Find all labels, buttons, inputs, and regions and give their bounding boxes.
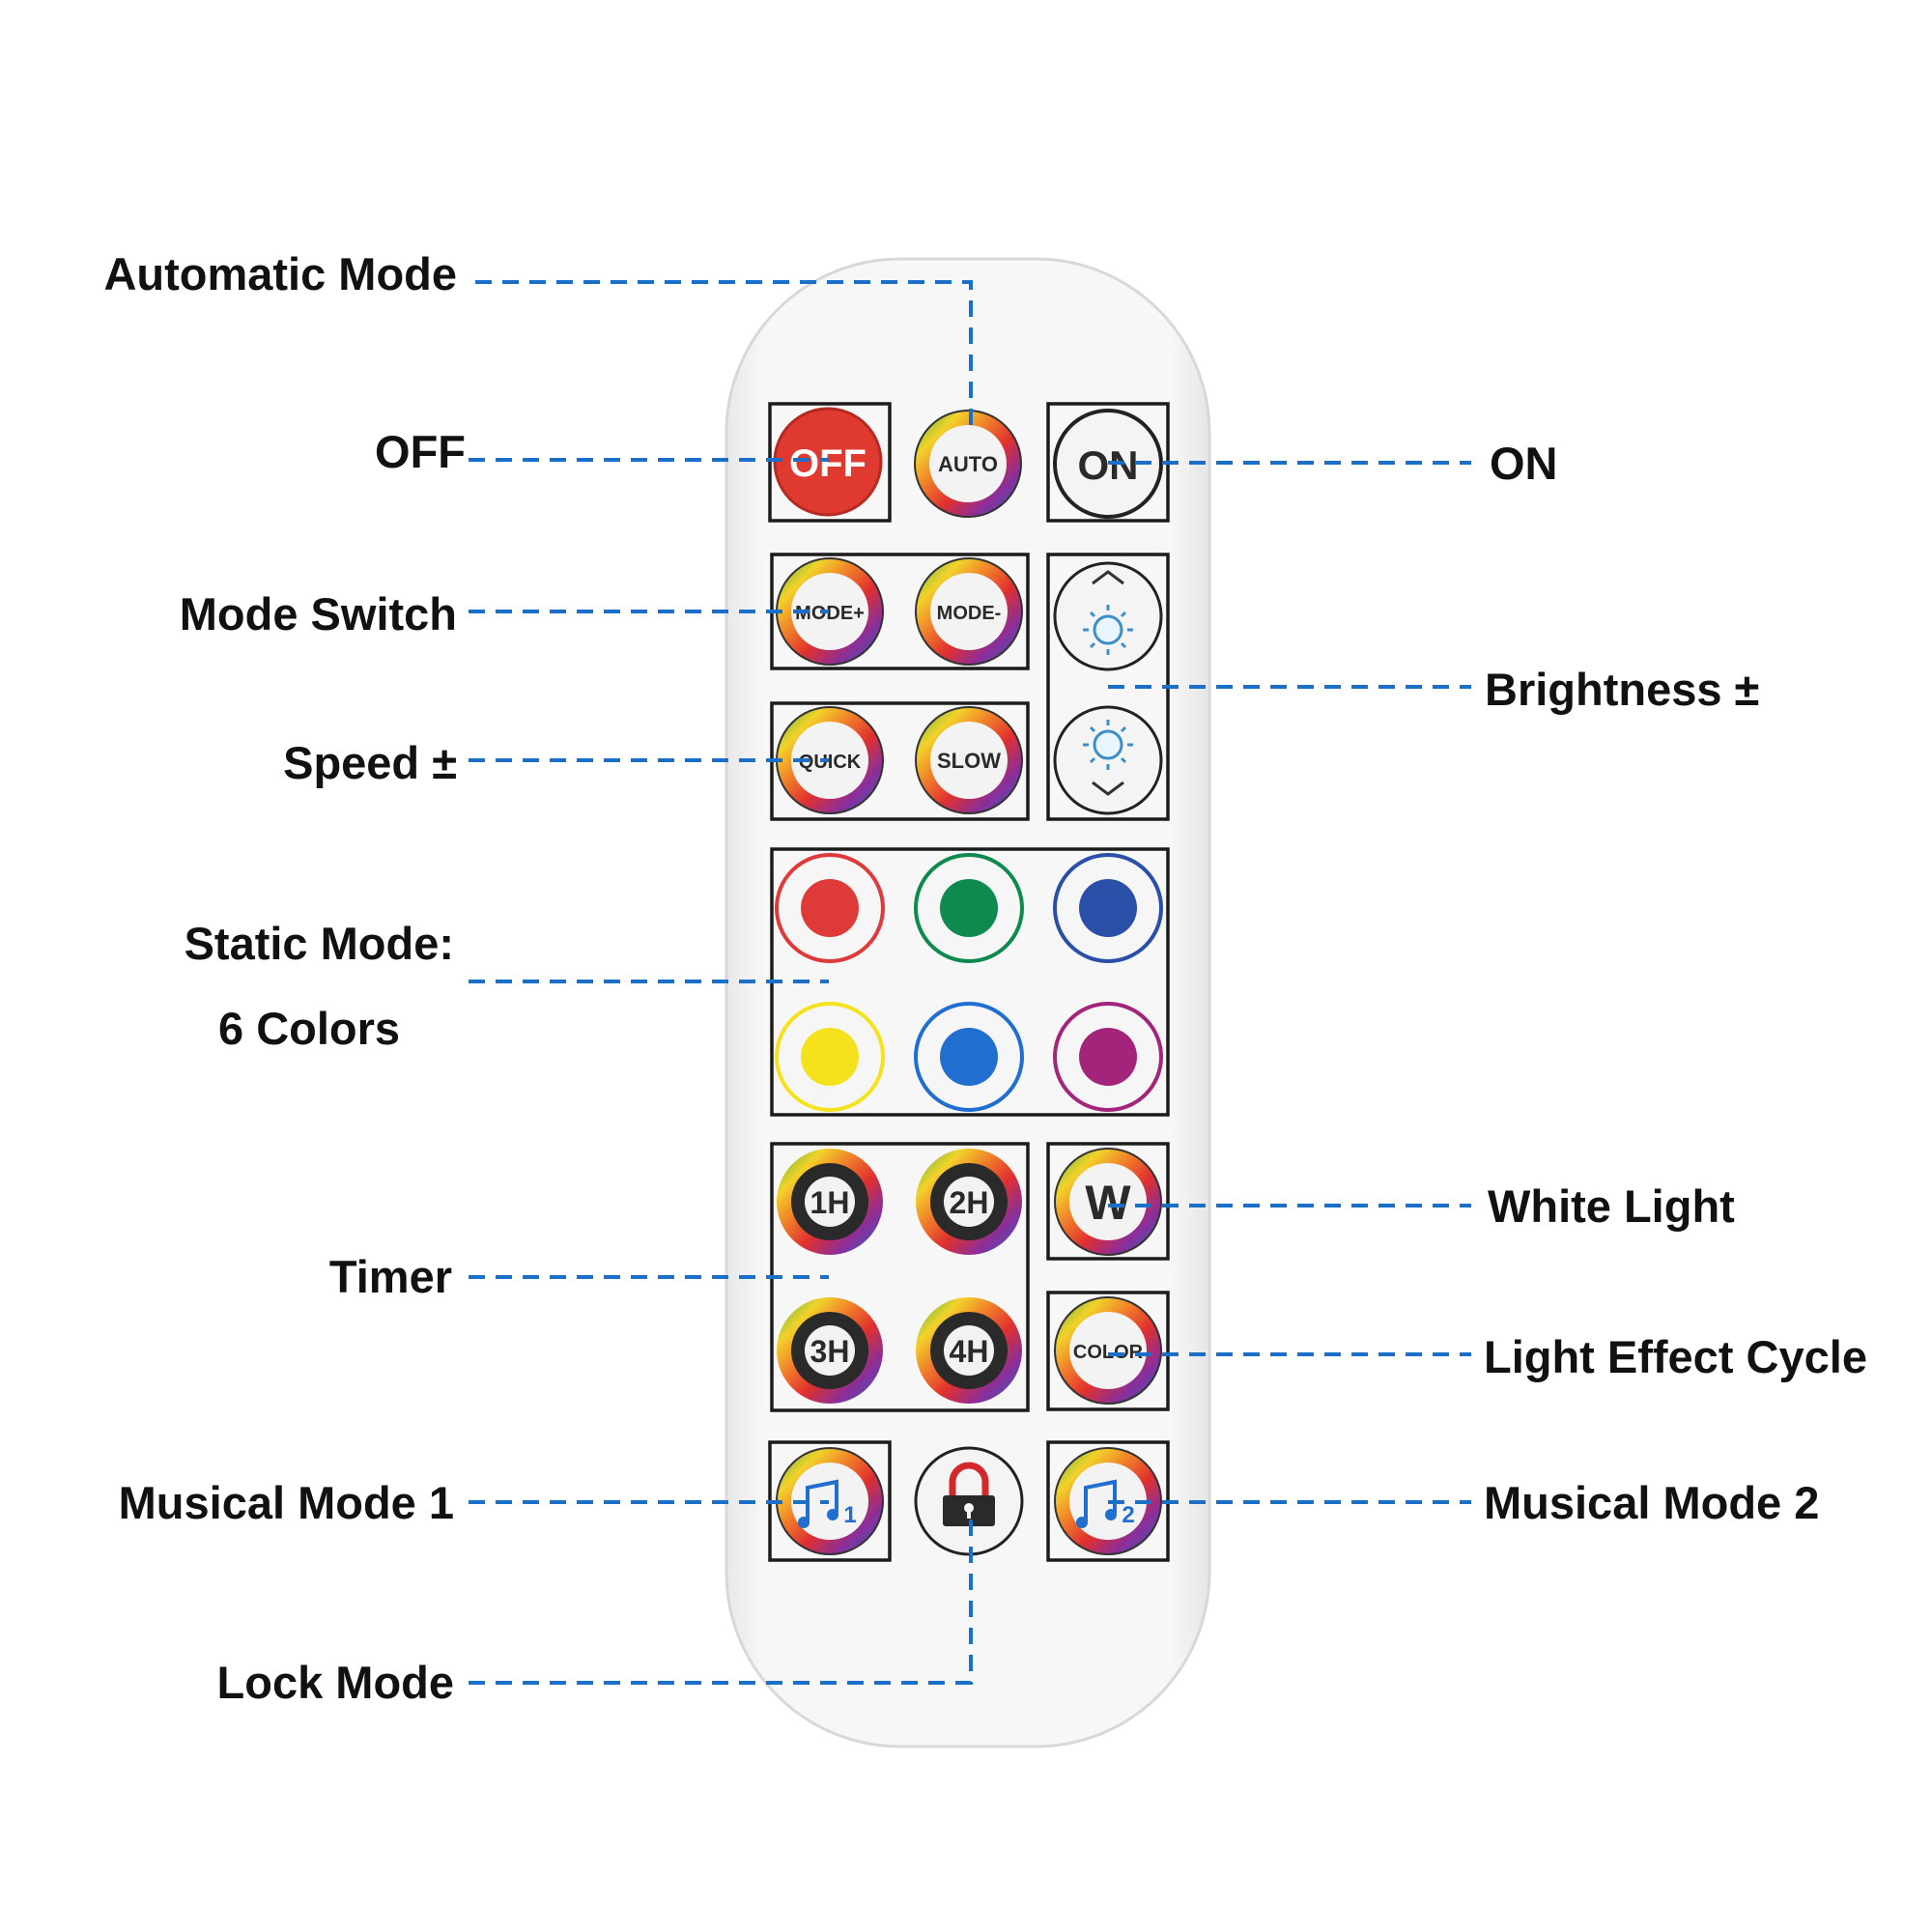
off-button-label: OFF [789, 442, 867, 485]
leader-lock-mode [469, 1509, 973, 1685]
timer-4h-button[interactable]: 4H [916, 1297, 1022, 1404]
timer-2h-button[interactable]: 2H [916, 1149, 1022, 1255]
static-color-yellow-button[interactable] [775, 1002, 885, 1112]
group-box-off [768, 402, 892, 523]
timer-3h-label: 3H [810, 1334, 850, 1369]
lock-button[interactable] [914, 1446, 1024, 1556]
musical-mode-2-number: 2 [1122, 1502, 1134, 1528]
white-light-button[interactable]: W [1054, 1148, 1162, 1256]
timer-3h-button[interactable]: 3H [777, 1297, 883, 1404]
brightness-down-button[interactable] [1053, 705, 1163, 815]
auto-button-label: AUTO [938, 452, 998, 476]
musical-mode-1-button[interactable]: 1 [776, 1447, 884, 1555]
mode-plus-label: MODE+ [795, 603, 865, 624]
static-color-green-button[interactable] [914, 853, 1024, 963]
group-box-color [1046, 1291, 1170, 1411]
label-timer: Timer [329, 1251, 452, 1302]
label-musical-mode-2: Musical Mode 2 [1484, 1477, 1819, 1528]
auto-button[interactable]: AUTO [914, 410, 1022, 518]
label-white-light: White Light [1488, 1180, 1735, 1232]
timer-4h-label: 4H [950, 1334, 989, 1369]
static-color-light-blue-button[interactable] [914, 1002, 1024, 1112]
label-lock-mode: Lock Mode [217, 1657, 454, 1708]
music-note-icon [1076, 1479, 1117, 1528]
musical-mode-1-number: 1 [843, 1502, 856, 1528]
group-box-white [1046, 1142, 1170, 1261]
static-color-red-button[interactable] [775, 853, 885, 963]
brightness-down-icon [1083, 720, 1133, 796]
timer-2h-label: 2H [950, 1185, 989, 1220]
leader-automatic-mode [475, 280, 973, 429]
static-color-purple-button[interactable] [1053, 1002, 1163, 1112]
timer-1h-button[interactable]: 1H [777, 1149, 883, 1255]
padlock-icon [943, 1462, 995, 1526]
label-static-mode-line2: 6 Colors [218, 1003, 400, 1054]
label-light-effect-cycle: Light Effect Cycle [1484, 1331, 1867, 1382]
music-note-icon [798, 1479, 838, 1528]
brightness-up-button[interactable] [1053, 561, 1163, 671]
mode-minus-button[interactable]: MODE- [915, 557, 1023, 666]
mode-minus-label: MODE- [937, 603, 1002, 624]
brightness-up-icon [1083, 570, 1133, 655]
label-on: ON [1490, 438, 1558, 489]
quick-label: QUICK [799, 752, 862, 773]
timer-1h-label: 1H [810, 1185, 850, 1220]
label-speed: Speed ± [283, 737, 457, 788]
label-musical-mode-1: Musical Mode 1 [119, 1477, 454, 1528]
on-button-label: ON [1078, 442, 1139, 488]
color-cycle-button[interactable]: COLOR [1054, 1296, 1162, 1405]
static-color-blue-button[interactable] [1053, 853, 1163, 963]
label-static-mode-line1: Static Mode: [185, 918, 454, 969]
label-mode-switch: Mode Switch [180, 588, 457, 639]
white-light-label: W [1085, 1176, 1131, 1230]
label-automatic-mode: Automatic Mode [103, 248, 457, 299]
label-off: OFF [375, 426, 466, 477]
slow-label: SLOW [937, 749, 1001, 773]
slow-button[interactable]: SLOW [915, 706, 1023, 814]
mode-plus-button[interactable]: MODE+ [776, 557, 884, 666]
quick-button[interactable]: QUICK [776, 706, 884, 814]
label-brightness: Brightness ± [1485, 664, 1759, 715]
